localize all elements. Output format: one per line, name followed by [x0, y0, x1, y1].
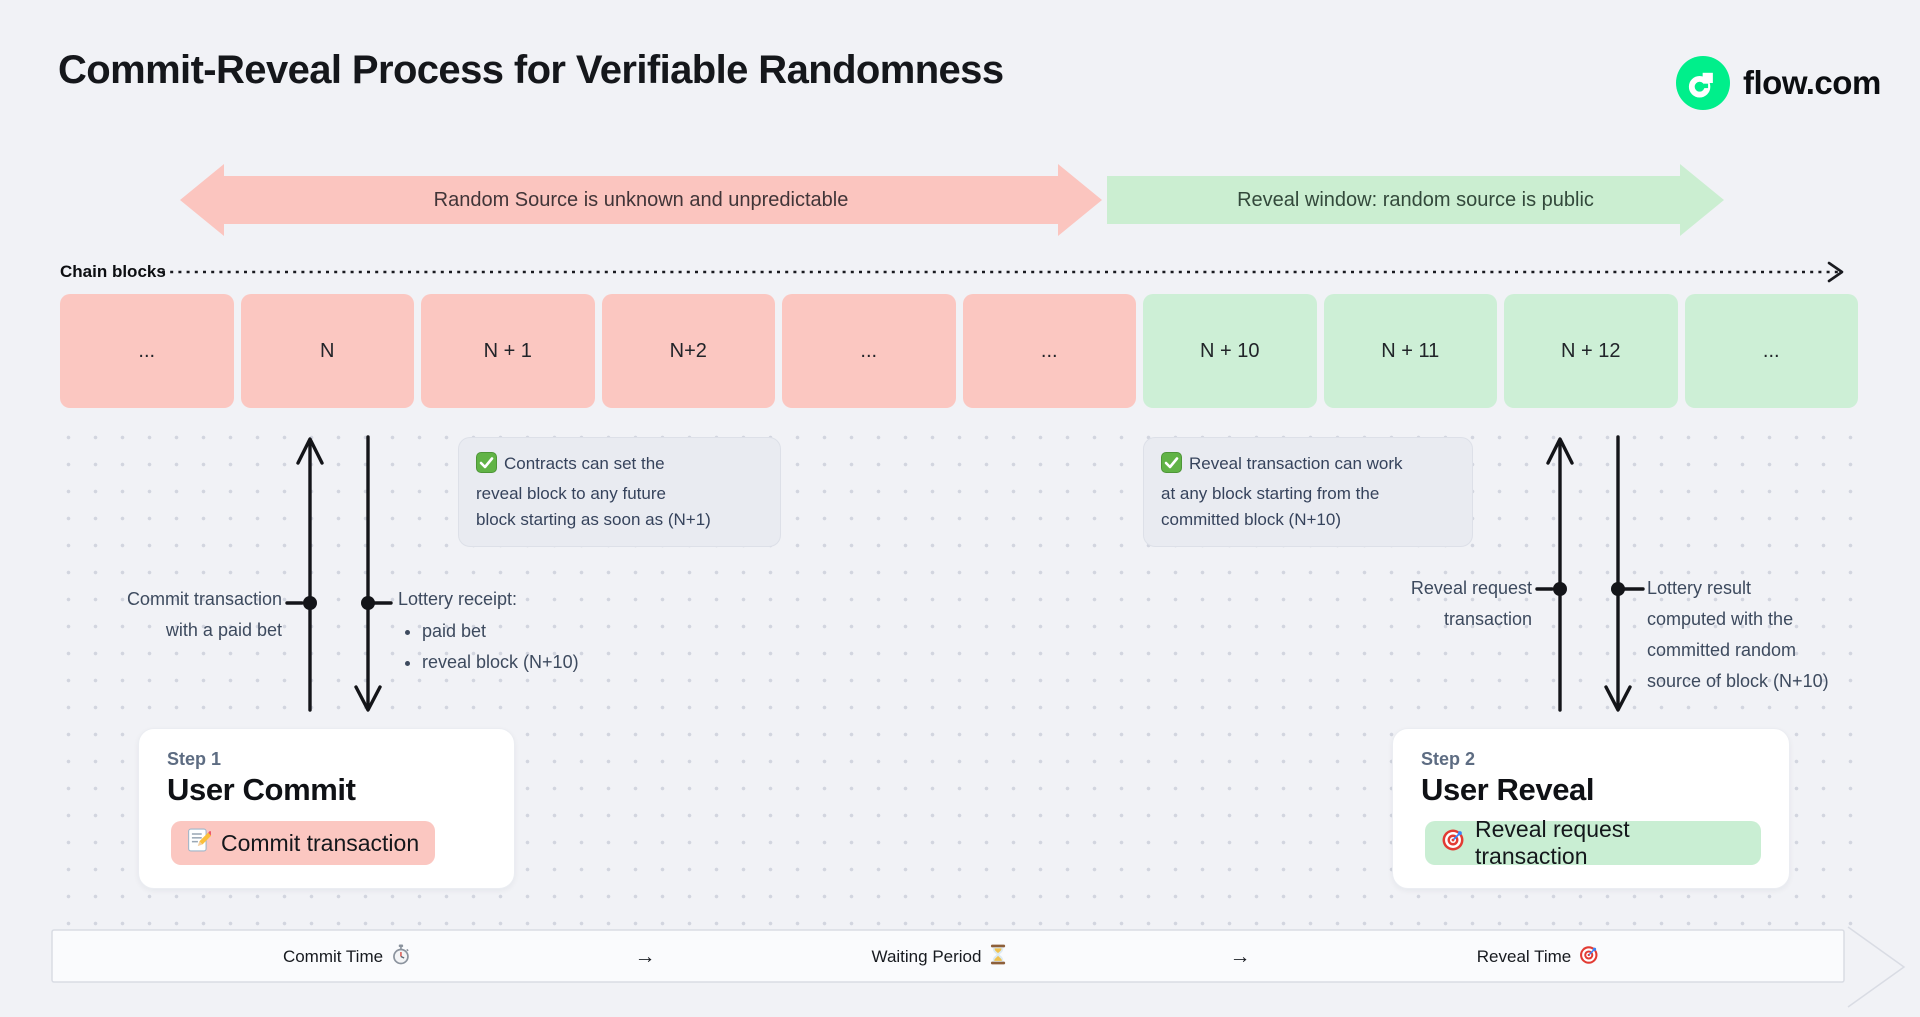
page-title: Commit-Reveal Process for Verifiable Ran… — [58, 48, 1004, 92]
timeline-separator-arrow: → — [634, 945, 656, 968]
step-title: User Reveal — [1421, 772, 1595, 807]
banner-reveal-window: Reveal window: random source is public — [1107, 164, 1724, 236]
chain-block: N + 10 — [1143, 294, 1317, 408]
annotation-lottery-result: Lottery result computed with the committ… — [1647, 578, 1829, 691]
step-card-user-commit: Step 1 User Commit Commit transaction — [138, 728, 515, 889]
banner-random-unpredictable: Random Source is unknown and unpredictab… — [180, 164, 1102, 236]
step-title: User Commit — [167, 772, 356, 807]
step-card-user-reveal: Step 2 User Reveal Reveal request transa… — [1392, 728, 1790, 889]
chain-blocks-label: Chain blocks — [60, 262, 166, 281]
annotation-commit-transaction: Commit transaction with a paid bet — [126, 589, 282, 640]
flow-logo: flow.com — [1676, 56, 1881, 110]
timeline-item-reveal-time: Reveal Time — [1477, 941, 1599, 973]
callout-line: Contracts can set the — [504, 454, 665, 473]
annotation-reveal-request: Reveal request transaction — [1410, 578, 1532, 629]
chain-block: ... — [962, 294, 1136, 408]
flow-logo-text: flow.com — [1743, 64, 1881, 101]
hourglass-icon — [989, 944, 1006, 970]
chain-block: ... — [1684, 294, 1858, 408]
pill-label: Commit transaction — [221, 829, 420, 856]
banner-green-label: Reveal window: random source is public — [1237, 188, 1594, 211]
annotation-lottery-receipt: Lottery receipt: paid bet reveal block (… — [398, 584, 579, 678]
target-icon — [1441, 828, 1465, 858]
receipt-bullet: paid bet — [422, 616, 579, 647]
check-icon — [1161, 452, 1182, 481]
pill-label: Reveal request transaction — [1475, 816, 1630, 869]
chain-block: ... — [60, 294, 234, 408]
callout-line: committed block (N+10) — [1161, 510, 1341, 529]
callout-line: Reveal transaction can work — [1189, 454, 1403, 473]
callout-commit-window: Contracts can set the reveal block to an… — [458, 437, 781, 547]
chain-block: N + 12 — [1504, 294, 1678, 408]
callout-line: reveal block to any future — [476, 484, 666, 503]
chain-blocks-row: ... N N + 1 N+2 ... ... N + 10 N + 11 N … — [60, 294, 1858, 408]
chain-block: ... — [782, 294, 956, 408]
callout-line: block starting as soon as (N+1) — [476, 510, 711, 529]
chain-block: N — [240, 294, 414, 408]
step-eyebrow: Step 1 — [167, 749, 222, 769]
timeline-separator-arrow: → — [1229, 945, 1251, 968]
reveal-request-pill: Reveal request transaction — [1425, 816, 1761, 869]
timeline-item-waiting-period: Waiting Period — [872, 941, 1007, 973]
chain-direction-dotted-arrow — [162, 261, 1844, 283]
step-eyebrow: Step 2 — [1421, 749, 1476, 769]
commit-transaction-pill: Commit transaction — [171, 821, 436, 865]
target-icon — [1579, 945, 1599, 970]
stopwatch-icon — [391, 944, 411, 970]
chain-block: N + 11 — [1323, 294, 1497, 408]
check-icon — [476, 452, 497, 481]
callout-reveal-window: Reveal transaction can work at any block… — [1143, 437, 1473, 547]
timeline-item-commit-time: Commit Time — [283, 941, 411, 973]
chain-block: N + 1 — [421, 294, 595, 408]
memo-icon — [187, 828, 213, 858]
chain-block: N+2 — [601, 294, 775, 408]
flow-logo-icon — [1676, 56, 1730, 110]
callout-line: at any block starting from the — [1161, 484, 1380, 503]
banner-red-label: Random Source is unknown and unpredictab… — [433, 188, 849, 211]
receipt-bullet: reveal block (N+10) — [422, 647, 579, 678]
